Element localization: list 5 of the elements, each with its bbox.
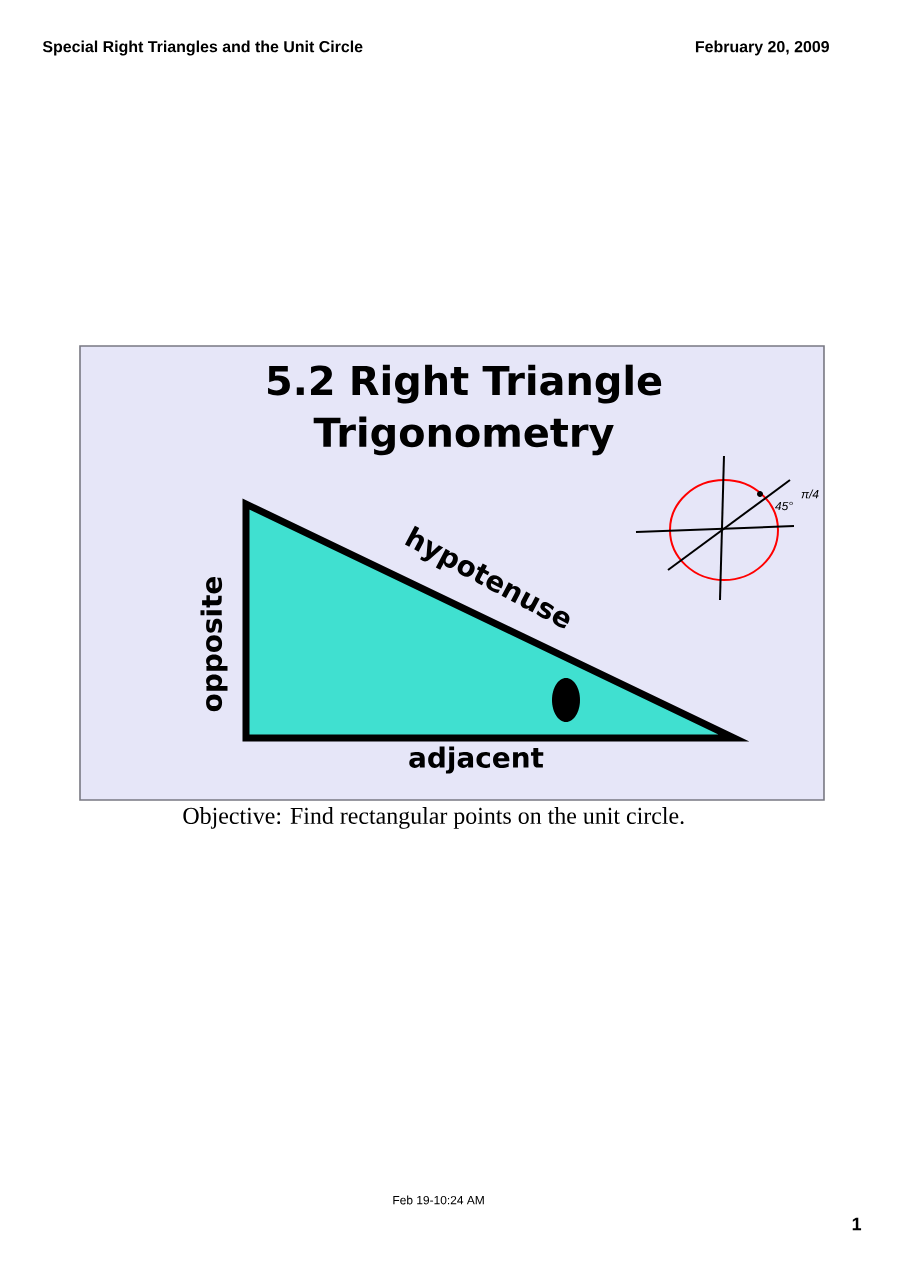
slide-title: 5.2 Right Triangle Trigonometry: [268, 364, 662, 456]
side-label: opposite: [200, 577, 228, 712]
objective-text: Objective: Find rectangular points on the unit circle.: [183, 807, 684, 829]
page-number: 1: [852, 1217, 862, 1231]
side-label: adjacent: [409, 746, 544, 774]
